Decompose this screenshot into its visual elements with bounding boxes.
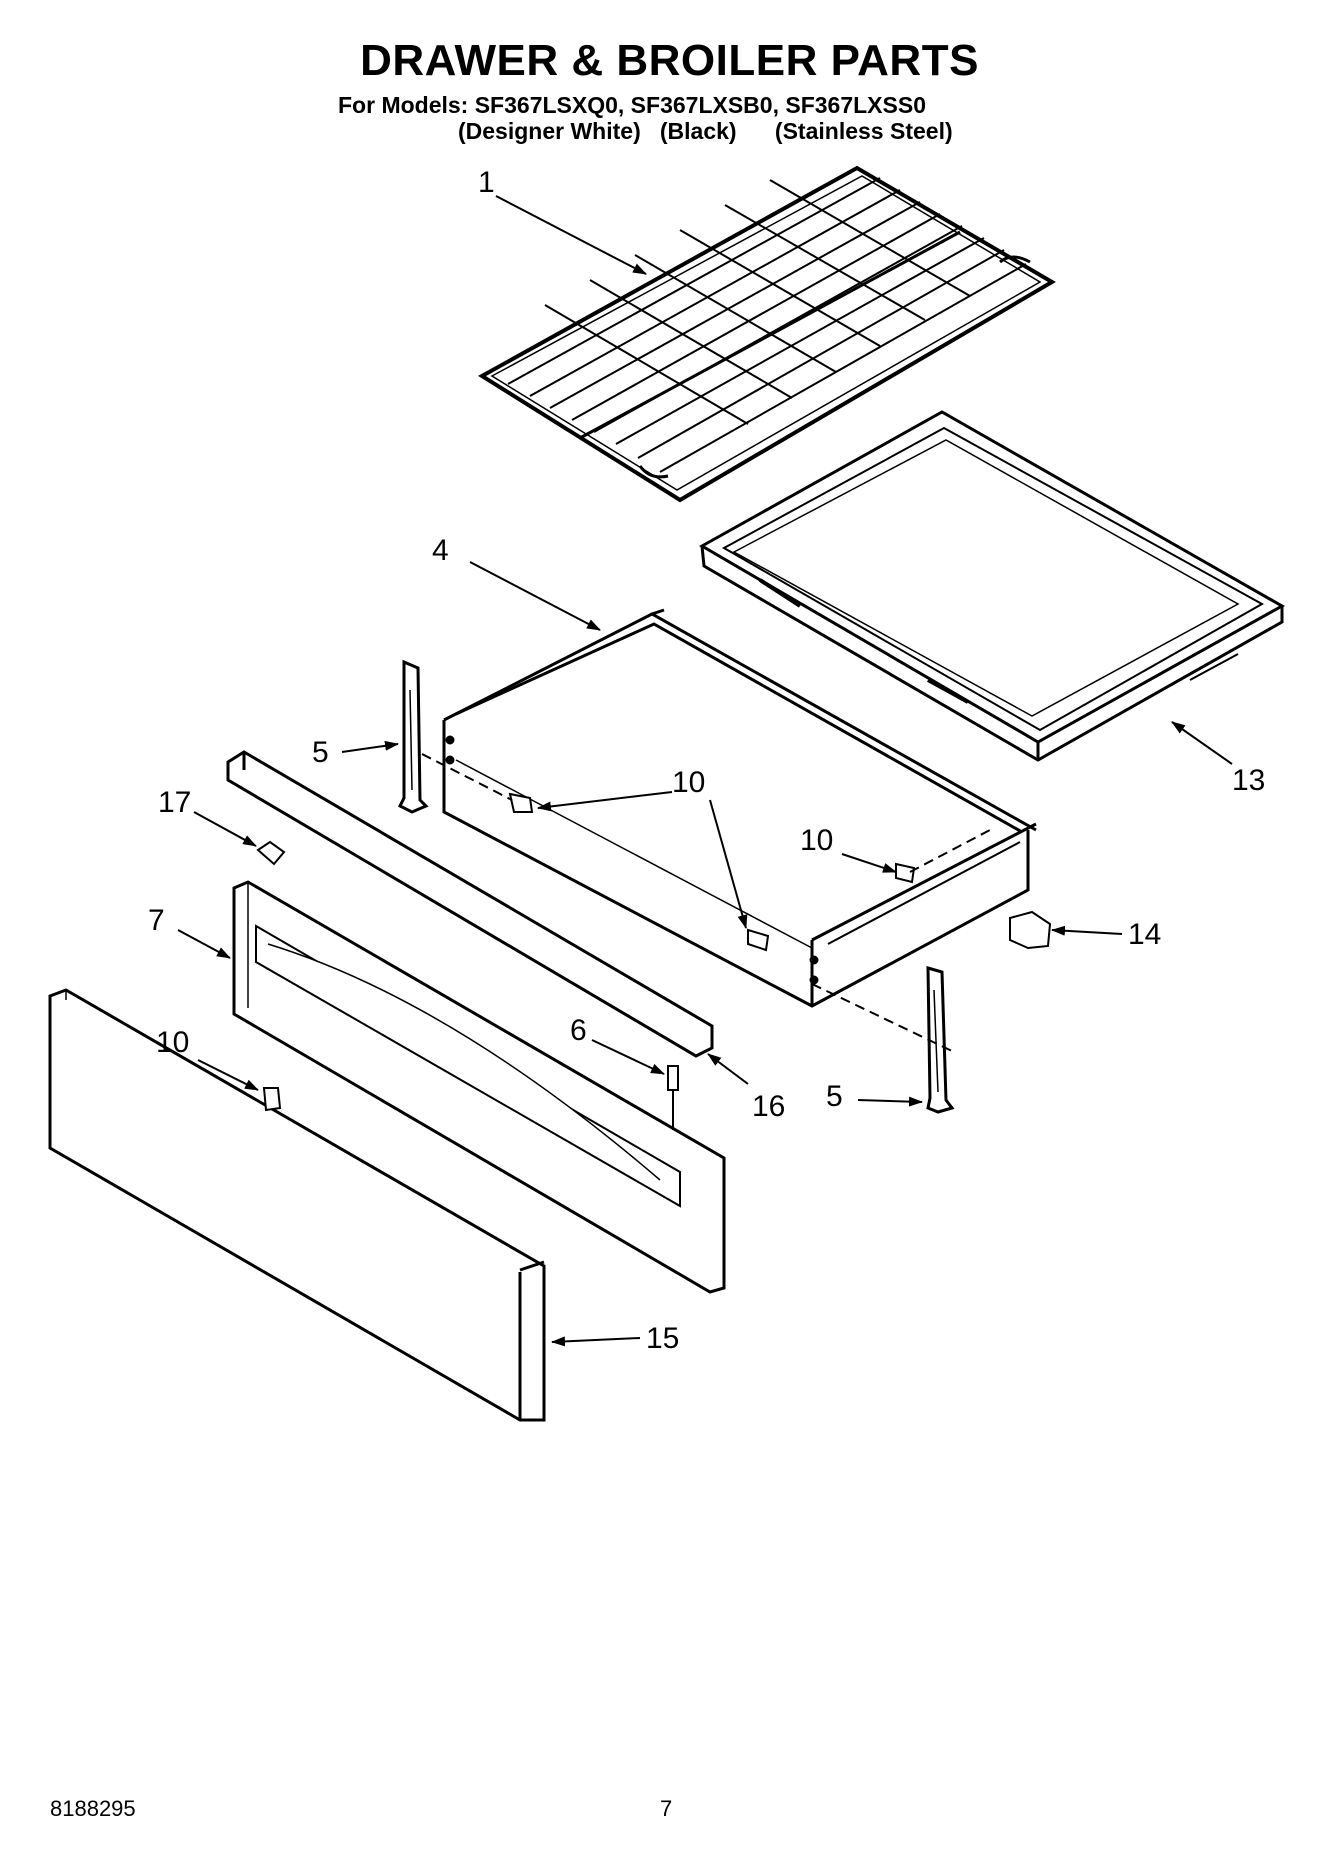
drawer-body-part <box>442 608 1037 1008</box>
page-number: 7 <box>660 1796 673 1821</box>
screw-6-part <box>667 1065 679 1130</box>
callout-13: 13 <box>1232 764 1265 797</box>
document-number: 8188295 <box>50 1796 136 1821</box>
callout-16: 16 <box>752 1090 785 1123</box>
drawer-glide-right-part <box>926 966 955 1114</box>
model-list: For Models: SF367LSXQ0, SF367LXSB0, SF36… <box>338 92 953 144</box>
callout-10-left: 10 <box>156 1026 189 1059</box>
callout-1: 1 <box>478 166 495 199</box>
callout-10-center: 10 <box>672 766 705 799</box>
callout-labels: 1 4 5 10 10 13 14 17 7 10 6 16 5 15 <box>148 166 1265 1355</box>
drawer-glide-left-part <box>397 659 429 814</box>
clip-17-part <box>256 840 286 866</box>
page-title: DRAWER & BROILER PARTS <box>360 36 979 85</box>
drawer-rail-part <box>226 750 714 1058</box>
callout-4: 4 <box>432 534 449 567</box>
screw-part <box>262 792 916 1112</box>
clip-part <box>1009 910 1052 950</box>
broiler-grid-part <box>478 165 1056 503</box>
leader-arrows <box>177 195 1233 1347</box>
drawer-panel-part <box>48 988 546 1422</box>
color-variants-line: (Designer White) (Black) (Stainless Stee… <box>458 118 953 144</box>
callout-10-right: 10 <box>800 824 833 857</box>
broiler-pan-part <box>698 410 1286 762</box>
callout-14: 14 <box>1128 918 1161 951</box>
callout-15: 15 <box>646 1322 679 1355</box>
callout-5-left: 5 <box>312 736 329 769</box>
callout-5-right: 5 <box>826 1080 843 1113</box>
models-line: For Models: SF367LSXQ0, SF367LXSB0, SF36… <box>338 92 926 118</box>
callout-6: 6 <box>570 1014 587 1047</box>
callout-7: 7 <box>148 904 165 937</box>
callout-17: 17 <box>158 786 191 819</box>
alignment-lines <box>421 753 991 1053</box>
drawer-front-panel-part <box>232 880 726 1294</box>
